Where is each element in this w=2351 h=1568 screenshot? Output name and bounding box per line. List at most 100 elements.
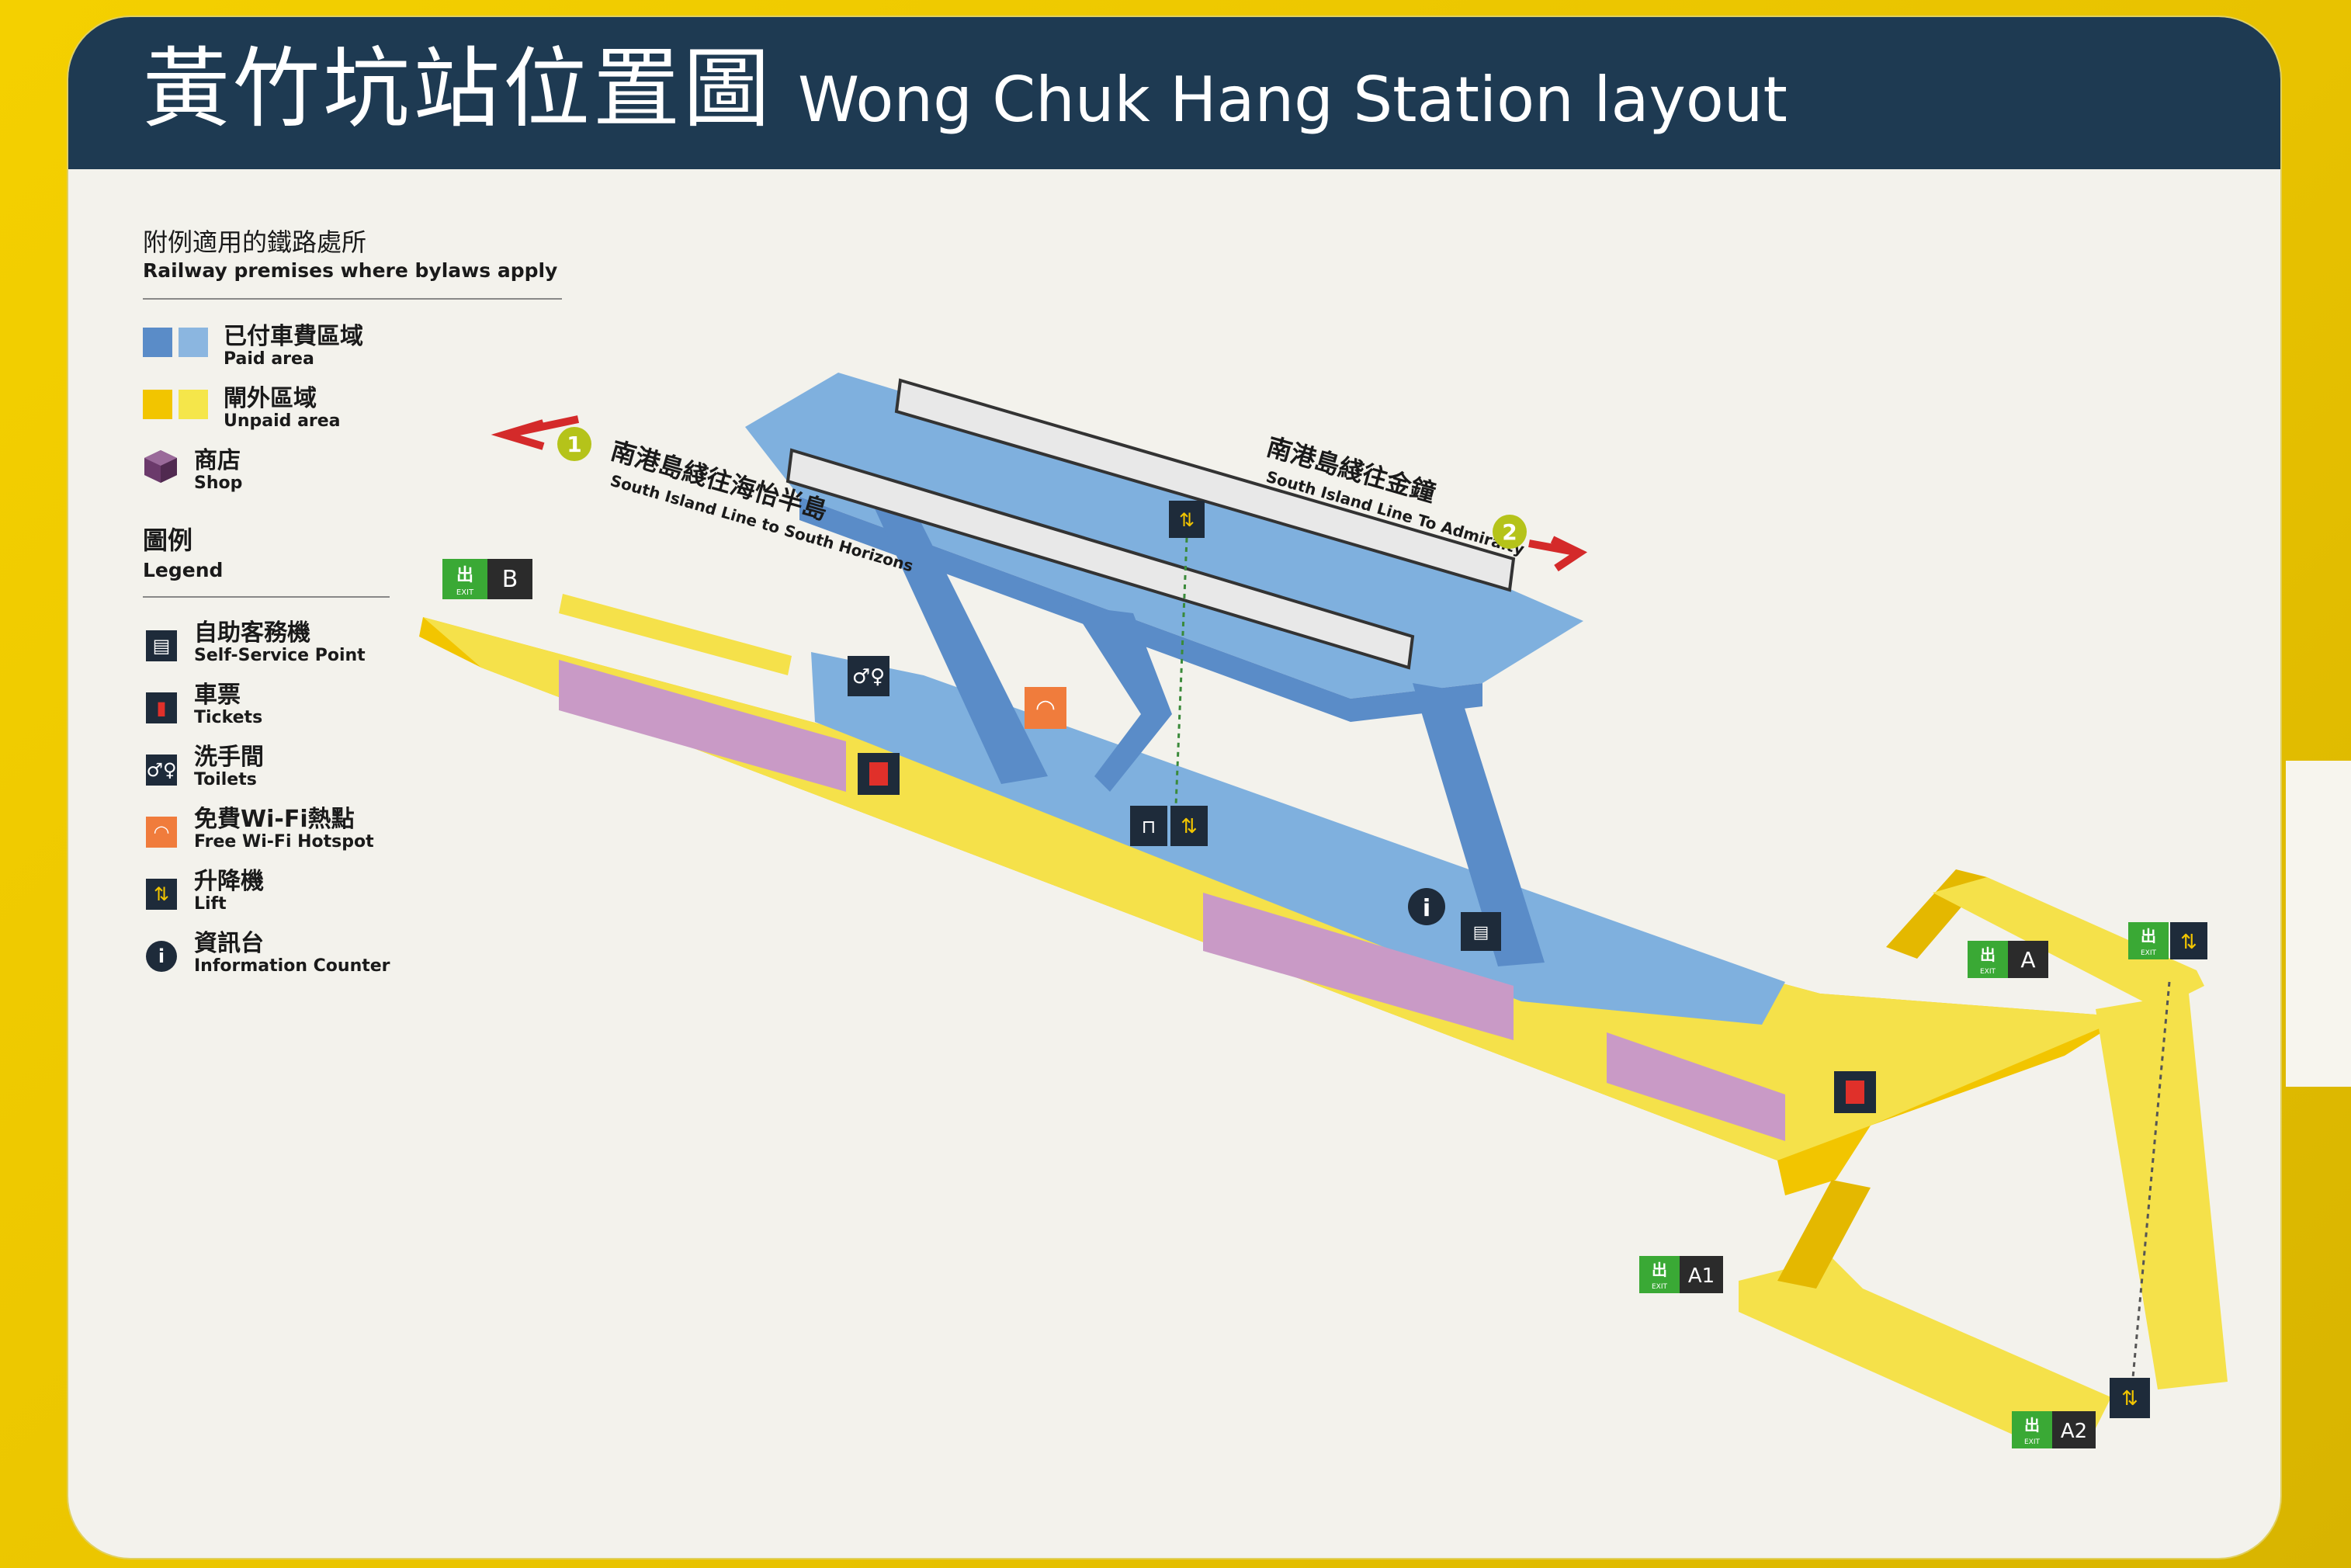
- self-service-glyph: ▤: [1473, 923, 1489, 942]
- exit-b-exit: EXIT: [456, 588, 474, 597]
- support-left: [869, 497, 1048, 784]
- shop-cube-icon: [144, 450, 177, 483]
- ticket-icon: ▮: [146, 692, 177, 723]
- toilet-icon: ♂♀: [146, 755, 177, 786]
- legend-item-label-en: Toilets: [194, 770, 257, 789]
- exit-b-letter: B: [502, 566, 518, 593]
- lift-shaft-line: [2131, 981, 2171, 1379]
- exit-a2-exit: EXIT: [2024, 1438, 2041, 1446]
- title-chinese: 黃竹坑站位置圖: [143, 39, 773, 140]
- lift-icon: [1169, 501, 1205, 538]
- exit-b-chu: 出: [456, 566, 473, 585]
- info-icon: [1408, 888, 1445, 925]
- exit-a1-chu: 出: [1652, 1261, 1667, 1279]
- legend-item-label-zh: 資訊台: [194, 930, 264, 957]
- lift-glyph: ⇅: [2180, 931, 2197, 954]
- shop-label-en: Shop: [194, 474, 243, 493]
- ticket-glyph: [1846, 1081, 1864, 1104]
- lift-icon: [2170, 922, 2207, 959]
- lift-icon: ⇅: [146, 879, 177, 910]
- support-right: [1413, 683, 1545, 966]
- platform-2-number: 2: [1502, 519, 1517, 545]
- toilet-icon: [848, 656, 889, 696]
- info-icon: i: [146, 941, 177, 972]
- platform-1-number: 1: [567, 432, 581, 457]
- exit-a1-letter-box: [1680, 1256, 1723, 1293]
- title-english: Wong Chuk Hang Station layout: [798, 64, 1788, 136]
- bylaws-heading-en: Railway premises where bylaws apply: [143, 259, 558, 282]
- legend-divider: [143, 298, 562, 300]
- unpaid-label-en: Unpaid area: [224, 411, 341, 431]
- concourse-paid-area: [811, 652, 1785, 1025]
- legend-item-label-en: Free Wi-Fi Hotspot: [194, 832, 374, 852]
- station-layout-board: 黃竹坑站位置圖 Wong Chuk Hang Station layout 附例…: [68, 17, 2280, 1558]
- exit-a2-chu: 出: [2024, 1416, 2040, 1434]
- exit-a1-letter: A1: [1688, 1264, 1715, 1288]
- legend-item-label-en: Self-Service Point: [194, 646, 366, 665]
- exit-a2-letter-box: [2052, 1411, 2096, 1448]
- train-platform-1: [785, 448, 1415, 670]
- lift-glyph: ⇅: [2121, 1387, 2138, 1410]
- train-icon: [1130, 806, 1167, 846]
- lift-glyph: ⇅: [1179, 509, 1195, 531]
- train-glyph: ⊓: [1142, 816, 1156, 838]
- platform-deck-edge: [799, 497, 1482, 722]
- exit-a-green-box: [1968, 941, 2008, 978]
- exit-b-green-box: [442, 559, 487, 599]
- train-platform-2: [894, 378, 1516, 592]
- wall-corner: [2286, 761, 2351, 1087]
- legend-item-label-zh: 升降機: [194, 868, 264, 895]
- unpaid-label-zh: 閘外區域: [224, 385, 317, 412]
- exit-a1-stair: [1777, 1180, 1871, 1289]
- wifi-icon: ◠: [146, 817, 177, 848]
- exit-a-exit: EXIT: [1980, 968, 1996, 976]
- exit-a-letter: A: [2020, 947, 2035, 973]
- arrow-left-icon: [491, 415, 580, 450]
- paid-swatch-dark: [143, 328, 172, 357]
- shop-label-zh: 商店: [194, 447, 241, 474]
- legend-heading-en: Legend: [143, 559, 224, 581]
- lift-exit-chu: 出: [2141, 927, 2156, 945]
- legend-item-label-en: Information Counter: [194, 956, 390, 976]
- lift-glyph: ⇅: [1181, 815, 1198, 838]
- unpaid-swatch-light: [179, 390, 208, 419]
- shop-block: [1607, 1032, 1785, 1141]
- legend-item-label-zh: 洗手間: [194, 744, 264, 771]
- lift-icon: [1170, 806, 1208, 846]
- bylaws-heading-zh: 附例適用的鐵路處所: [143, 227, 367, 257]
- info-glyph: i: [1423, 895, 1430, 922]
- title-bar: 黃竹坑站位置圖 Wong Chuk Hang Station layout: [68, 17, 2280, 169]
- lift-icon: [2110, 1378, 2150, 1418]
- wifi-icon: [1025, 687, 1066, 729]
- arrow-right-icon: [1528, 536, 1588, 572]
- shop-block: [559, 660, 846, 792]
- legend-item-label-zh: 自助客務機: [194, 619, 310, 647]
- platform-deck: [745, 373, 1583, 699]
- exit-a2-letter: A2: [2061, 1420, 2087, 1443]
- legend-divider-2: [143, 596, 390, 598]
- exit-a1-a2-walkway: [1739, 1258, 2111, 1444]
- exit-a-chu: 出: [1980, 945, 1996, 964]
- unpaid-swatch-dark: [143, 390, 172, 419]
- legend-item-label-zh: 免費Wi-Fi熱點: [194, 806, 355, 833]
- exit-a-letter-box: [2008, 941, 2048, 978]
- paid-label-zh: 已付車費區域: [224, 323, 363, 350]
- self-service-icon: ▤: [146, 630, 177, 661]
- concourse-strip: [559, 594, 792, 675]
- lift-shaft-line: [1174, 537, 1188, 807]
- paid-swatch-light: [179, 328, 208, 357]
- exit-a2-green-box: [2012, 1411, 2052, 1448]
- self-service-icon: [1461, 912, 1501, 951]
- legend-item-label-en: Tickets: [194, 708, 263, 727]
- stairway: [1071, 605, 1172, 792]
- toilet-glyph: ♂♀: [852, 665, 885, 689]
- exit-a-ramp: [2096, 994, 2228, 1389]
- lift-exit-exit: EXIT: [2141, 949, 2157, 957]
- platform-2-badge: [1493, 515, 1527, 549]
- legend-item-label-zh: 車票: [194, 682, 241, 709]
- legend-heading-zh: 圖例: [143, 526, 193, 555]
- shop-block: [1203, 893, 1514, 1040]
- exit-b-letter-box: [487, 559, 532, 599]
- lift-exit-green-box: [2128, 922, 2169, 959]
